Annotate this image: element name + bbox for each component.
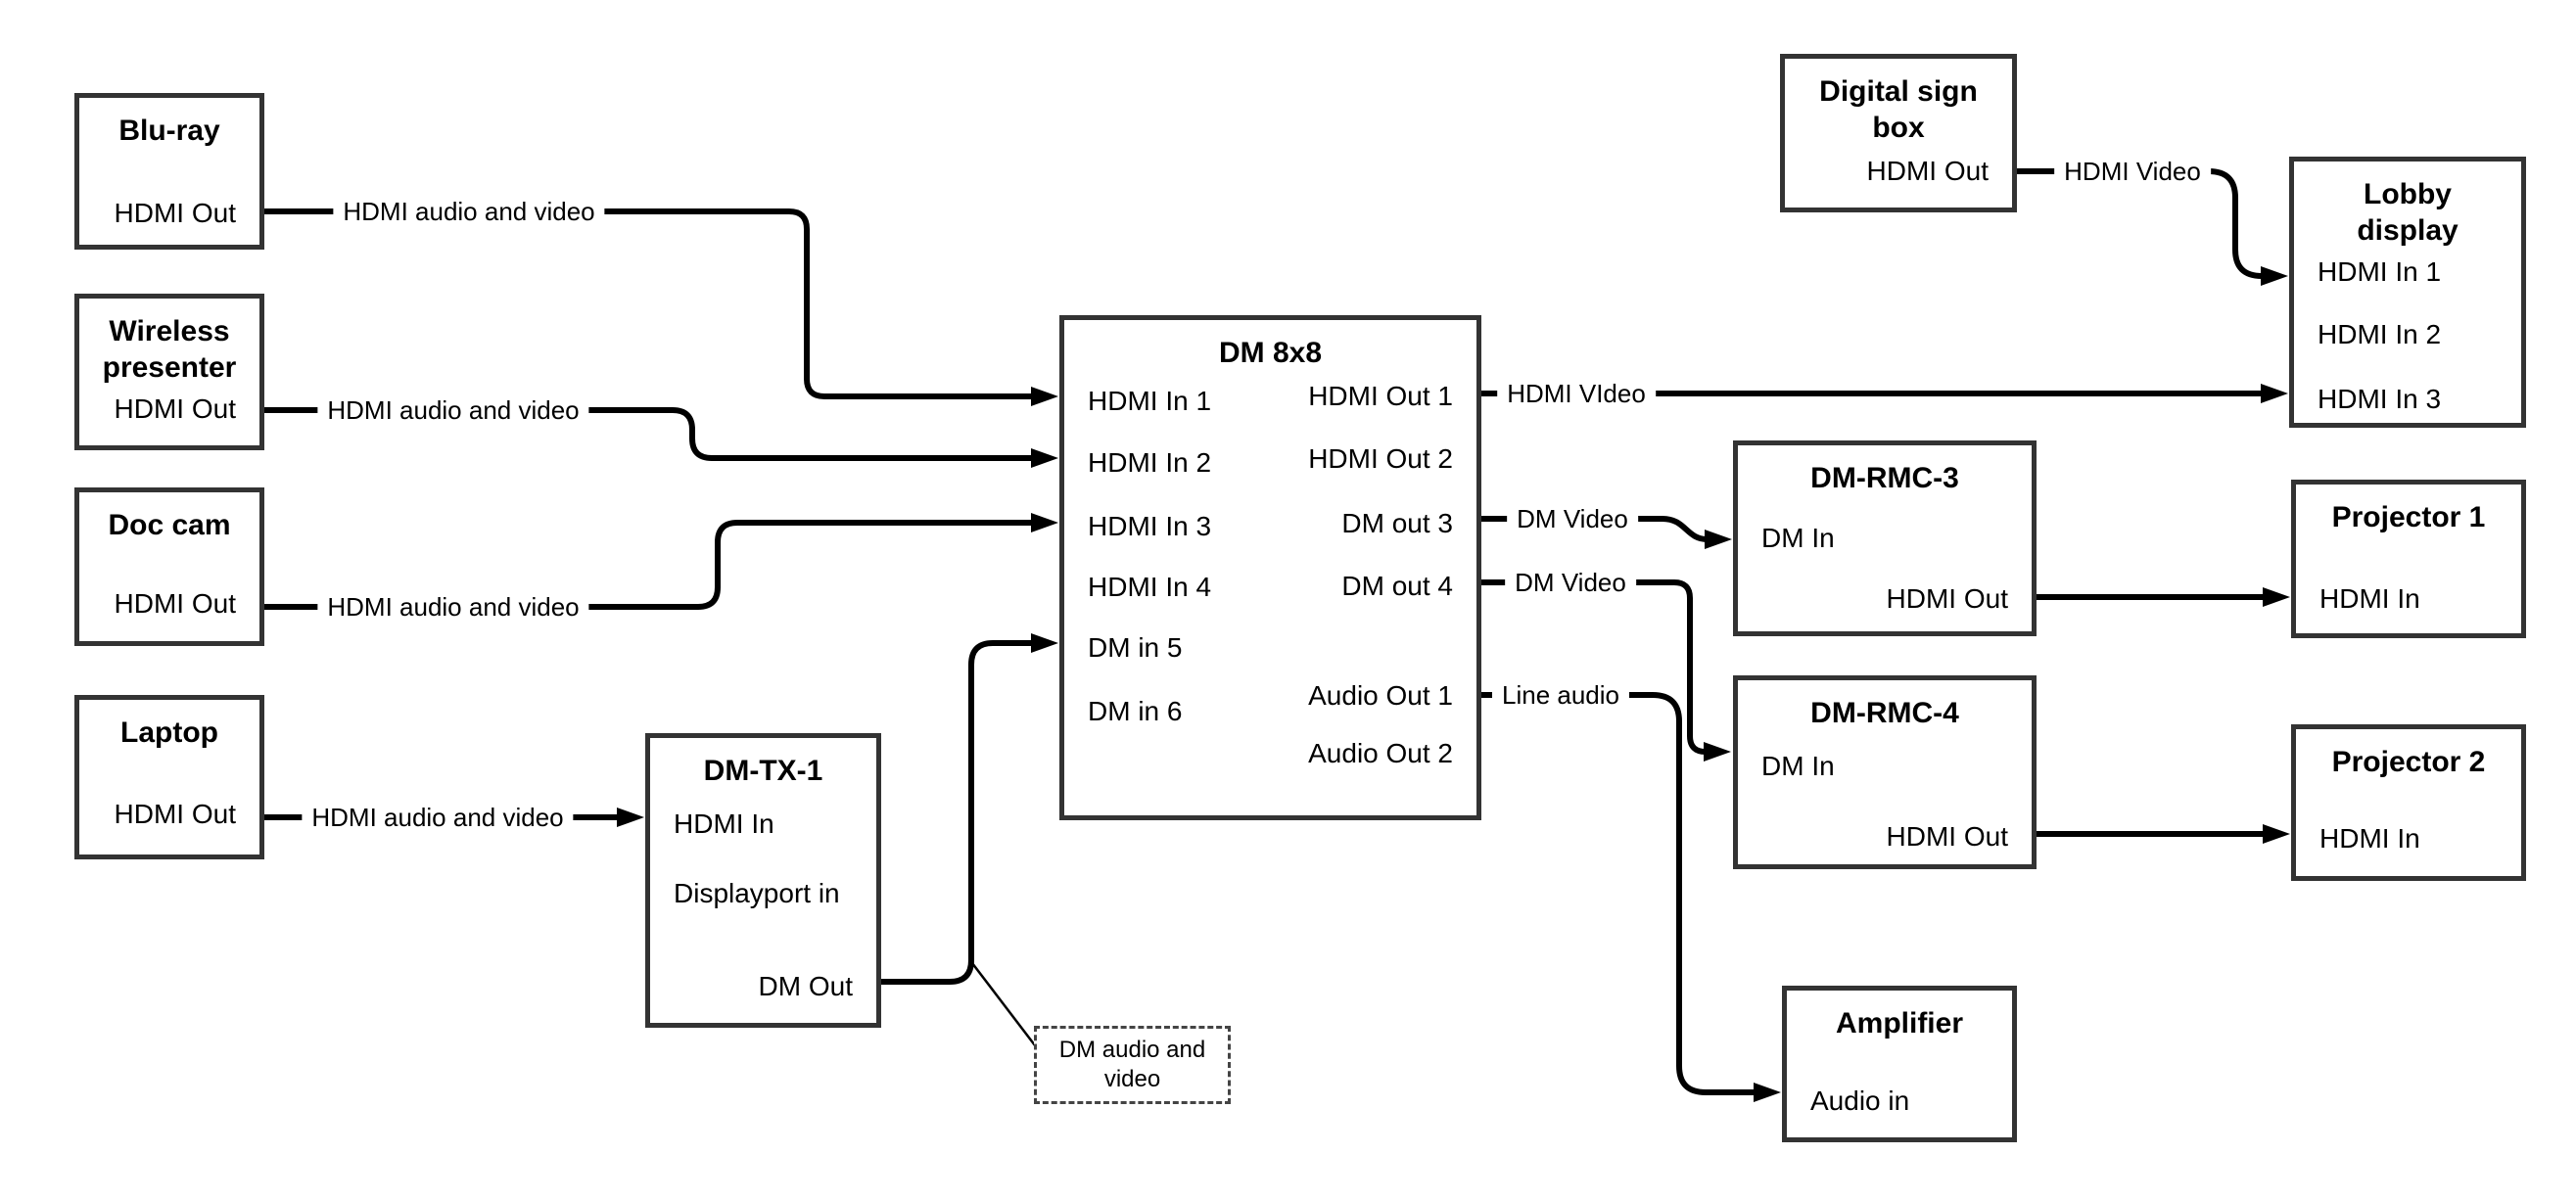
link-doccam-to-dm8x8: [264, 513, 1058, 610]
port-dm-in: DM In: [1761, 523, 1835, 553]
link-label-laptop: HDMI audio and video: [302, 803, 574, 832]
port-audio-out-2: Audio Out 2: [1308, 738, 1453, 768]
node-digital-sign-box: Digital sign box HDMI Out: [1780, 54, 2017, 212]
annotation-leader-line: [971, 962, 1036, 1046]
port-dm-out: DM Out: [758, 971, 853, 1001]
node-title: Doc cam: [108, 509, 231, 541]
node-title: Laptop: [120, 716, 218, 749]
port-hdmi-out-1: HDMI Out 1: [1308, 381, 1453, 411]
link-label-audio-out-1: Line audio: [1492, 680, 1629, 710]
node-amplifier: Amplifier Audio in: [1782, 986, 2017, 1142]
link-bluray-to-dm8x8: [264, 208, 1058, 406]
node-lobby-display: Lobby display HDMI In 1 HDMI In 2 HDMI I…: [2289, 157, 2526, 428]
node-bluray: Blu-ray HDMI Out: [74, 93, 264, 250]
port-audio-out-1: Audio Out 1: [1308, 680, 1453, 711]
node-title: DM-TX-1: [703, 755, 823, 787]
node-title: DM 8x8: [1218, 337, 1323, 369]
link-label-doccam: HDMI audio and video: [317, 592, 589, 622]
port-hdmi-in-3: HDMI In 3: [2318, 384, 2442, 414]
port-hdmi-in-1: HDMI In 1: [1088, 386, 1212, 416]
node-title: Blu-ray: [118, 115, 220, 147]
node-title: Projector 1: [2331, 501, 2486, 533]
port-dm-in-6: DM in 6: [1088, 696, 1183, 726]
node-doc-cam: Doc cam HDMI Out: [74, 487, 264, 646]
port-displayport-in: Displayport in: [674, 878, 840, 908]
port-hdmi-in: HDMI In: [674, 808, 774, 839]
node-title: Wireless presenter: [102, 315, 237, 384]
link-label-dm-out-3: DM Video: [1507, 504, 1638, 533]
port-hdmi-out-2: HDMI Out 2: [1308, 443, 1453, 474]
port-hdmi-out: HDMI Out: [114, 799, 236, 829]
port-dm-out-3: DM out 3: [1341, 508, 1453, 538]
link-label-dm-out-4: DM Video: [1505, 568, 1636, 597]
link-dmout4-to-rmc4: [1481, 579, 1731, 762]
port-hdmi-out: HDMI Out: [114, 198, 236, 228]
port-hdmi-out: HDMI Out: [114, 393, 236, 424]
port-audio-in: Audio in: [1810, 1086, 1910, 1116]
port-dm-in-5: DM in 5: [1088, 632, 1183, 663]
node-wireless-presenter: Wireless presenter HDMI Out: [74, 294, 264, 450]
node-title: Lobby display: [2357, 178, 2459, 247]
port-hdmi-in-2: HDMI In 2: [2318, 319, 2442, 349]
link-label-wireless: HDMI audio and video: [317, 395, 589, 425]
node-title: Projector 2: [2331, 746, 2486, 778]
link-dmout3-to-rmc3: [1481, 516, 1732, 549]
node-dm-tx-1: DM-TX-1 HDMI In Displayport in DM Out: [645, 733, 881, 1028]
node-projector-2: Projector 2 HDMI In: [2291, 724, 2526, 881]
port-hdmi-in-1: HDMI In 1: [2318, 256, 2442, 287]
port-hdmi-out: HDMI Out: [114, 588, 236, 619]
link-dmtx1-to-dm8x8: [881, 633, 1058, 985]
port-hdmi-out: HDMI Out: [1866, 156, 1989, 186]
link-audioout1-to-amp: [1481, 692, 1781, 1102]
port-hdmi-in-2: HDMI In 2: [1088, 447, 1212, 478]
node-dm-rmc-3: DM-RMC-3 DM In HDMI Out: [1733, 440, 2037, 636]
port-hdmi-in: HDMI In: [2319, 583, 2420, 614]
node-title: DM-RMC-3: [1810, 462, 1959, 494]
node-projector-1: Projector 1 HDMI In: [2291, 480, 2526, 638]
link-wireless-to-dm8x8: [264, 407, 1058, 468]
port-dm-in: DM In: [1761, 751, 1835, 781]
port-hdmi-in: HDMI In: [2319, 823, 2420, 854]
port-hdmi-in-4: HDMI In 4: [1088, 572, 1212, 602]
node-title: Amplifier: [1835, 1007, 1964, 1039]
link-label-digital-sign: HDMI Video: [2054, 157, 2211, 186]
node-dm-rmc-4: DM-RMC-4 DM In HDMI Out: [1733, 675, 2037, 869]
port-dm-out-4: DM out 4: [1341, 571, 1453, 601]
node-title: Digital sign box: [1819, 75, 1978, 144]
annotation-text: DM audio and video: [1058, 1037, 1206, 1092]
node-laptop: Laptop HDMI Out: [74, 695, 264, 859]
annotation-dm-audio-video: DM audio and video: [1034, 1026, 1231, 1104]
node-title: DM-RMC-4: [1810, 697, 1959, 729]
port-hdmi-out: HDMI Out: [1886, 583, 2008, 614]
port-hdmi-in-3: HDMI In 3: [1088, 511, 1212, 541]
link-digitalsign-to-lobby: [2017, 168, 2288, 286]
link-label-bluray: HDMI audio and video: [333, 197, 605, 226]
link-label-hdmi-out-1: HDMI VIdeo: [1497, 379, 1656, 408]
port-hdmi-out: HDMI Out: [1886, 821, 2008, 852]
node-dm-8x8: DM 8x8 HDMI In 1 HDMI In 2 HDMI In 3 HDM…: [1059, 315, 1481, 820]
